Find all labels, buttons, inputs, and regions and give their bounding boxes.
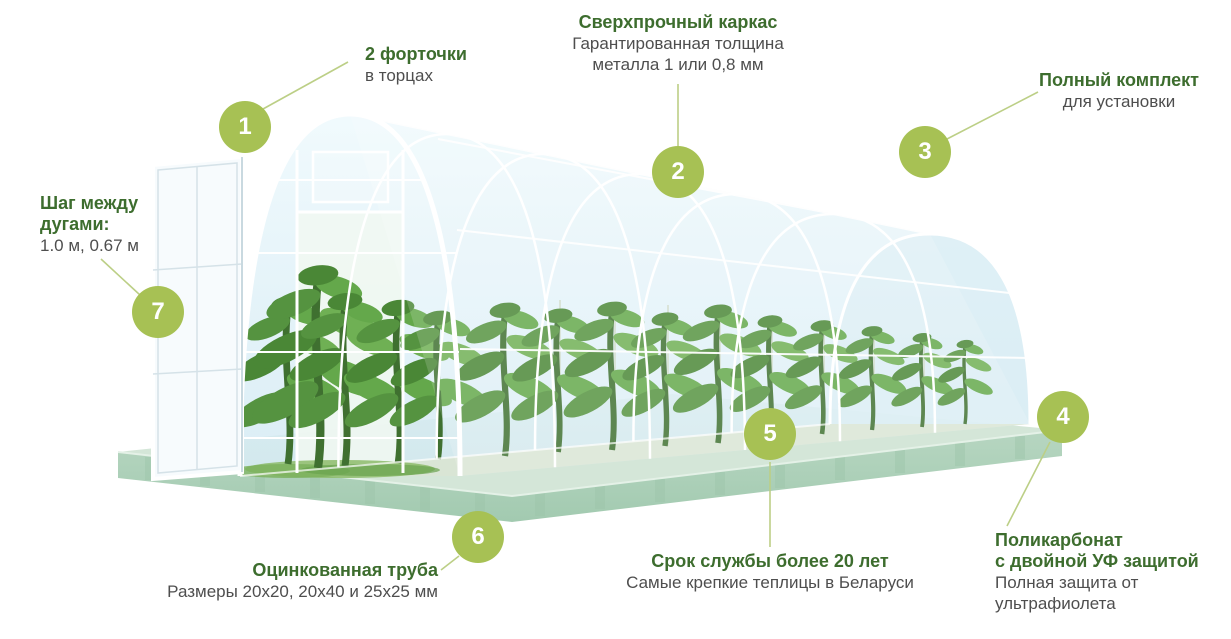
callout-3-badge: 3	[899, 126, 951, 178]
callout-7-desc: 1.0 м, 0.67 м	[40, 236, 139, 255]
callout-3-desc: для установки	[1062, 92, 1176, 111]
callout-6-badge: 6	[452, 511, 504, 563]
connector-lines	[100, 61, 1051, 571]
callout-4-desc-line1: Полная защита от	[995, 573, 1139, 592]
front-glazing-grid	[240, 179, 460, 439]
callout-6-desc: Размеры 20х20, 20х40 и 25х25 мм	[167, 582, 438, 601]
callout-4-title-line2: с двойной УФ защитой	[995, 551, 1199, 571]
open-door-panel	[151, 154, 244, 482]
callout-7-title-line1: Шаг между	[40, 193, 139, 213]
callout-2-desc-line1: Гарантированная толщина	[572, 34, 784, 53]
door-frame	[295, 150, 405, 473]
callout-5-badge: 5	[744, 408, 796, 460]
callout-5-number: 5	[763, 420, 777, 447]
callout-4-badge: 4	[1037, 391, 1089, 443]
callout-2-badge: 2	[652, 146, 704, 198]
callout-5-desc: Самые крепкие теплицы в Беларуси	[626, 573, 914, 592]
connector-3	[946, 91, 1039, 140]
callout-4-number: 4	[1056, 403, 1070, 430]
callout-3-text: Полный комплект для установки	[1036, 70, 1202, 112]
connector-7	[100, 258, 141, 296]
callout-4-title-line1: Поликарбонат	[995, 530, 1123, 550]
callout-2-number: 2	[671, 158, 685, 185]
callout-7-text: Шаг между дугами: 1.0 м, 0.67 м	[40, 193, 170, 256]
callout-2-title: Сверхпрочный каркас	[578, 12, 778, 32]
callout-1-desc: в торцах	[365, 66, 433, 85]
connector-1	[262, 61, 349, 110]
callout-4-text: Поликарбонат с двойной УФ защитой Полная…	[995, 530, 1205, 614]
callout-1-text: 2 форточки в торцах	[365, 44, 515, 86]
callout-4-desc-line2: ультрафиолета	[995, 594, 1116, 613]
callout-5-text: Срок службы более 20 лет Самые крепкие т…	[595, 551, 945, 593]
front-arch-frame	[237, 111, 463, 477]
callout-1-number: 1	[238, 113, 252, 140]
callout-1-badge: 1	[219, 101, 271, 153]
callout-6-text: Оцинкованная труба Размеры 20х20, 20х40 …	[127, 560, 438, 602]
callout-6-title: Оцинкованная труба	[252, 560, 438, 580]
callout-7-title-line2: дугами:	[40, 214, 110, 234]
callout-6-number: 6	[471, 523, 485, 550]
connector-4	[1006, 441, 1051, 527]
vent-window	[311, 150, 390, 204]
callout-3-title: Полный комплект	[1039, 70, 1199, 90]
callout-5-title: Срок службы более 20 лет	[651, 551, 889, 571]
callout-7-number: 7	[151, 298, 165, 325]
callout-1-title: 2 форточки	[365, 44, 467, 64]
greenhouse-body	[151, 111, 1032, 482]
callout-7-badge: 7	[132, 286, 184, 338]
callout-2-desc-line2: металла 1 или 0,8 мм	[592, 55, 764, 74]
connector-6	[440, 555, 460, 571]
callout-3-number: 3	[918, 138, 932, 165]
callout-2-text: Сверхпрочный каркас Гарантированная толщ…	[543, 12, 813, 75]
